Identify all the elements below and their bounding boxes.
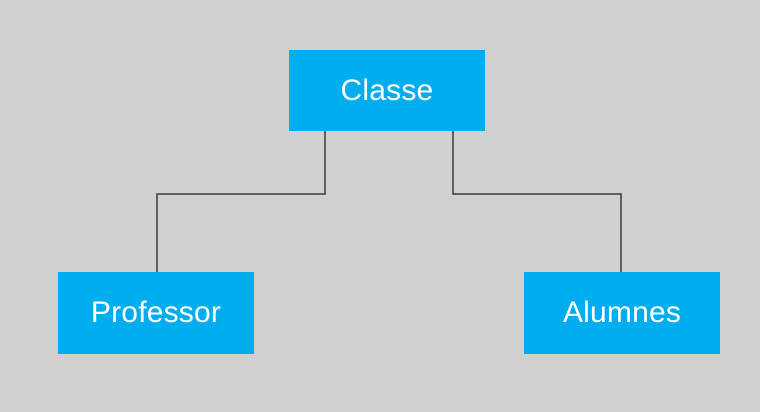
node-professor-label: Professor — [90, 296, 222, 329]
node-alumnes-label: Alumnes — [562, 296, 682, 329]
connector-classe-alumnes — [452, 131, 622, 272]
node-classe-label: Classe — [340, 73, 434, 107]
connector-classe-professor — [156, 131, 326, 272]
node-alumnes: Alumnes — [524, 272, 720, 354]
node-professor: Professor — [58, 272, 254, 354]
node-classe: Classe — [289, 50, 485, 131]
